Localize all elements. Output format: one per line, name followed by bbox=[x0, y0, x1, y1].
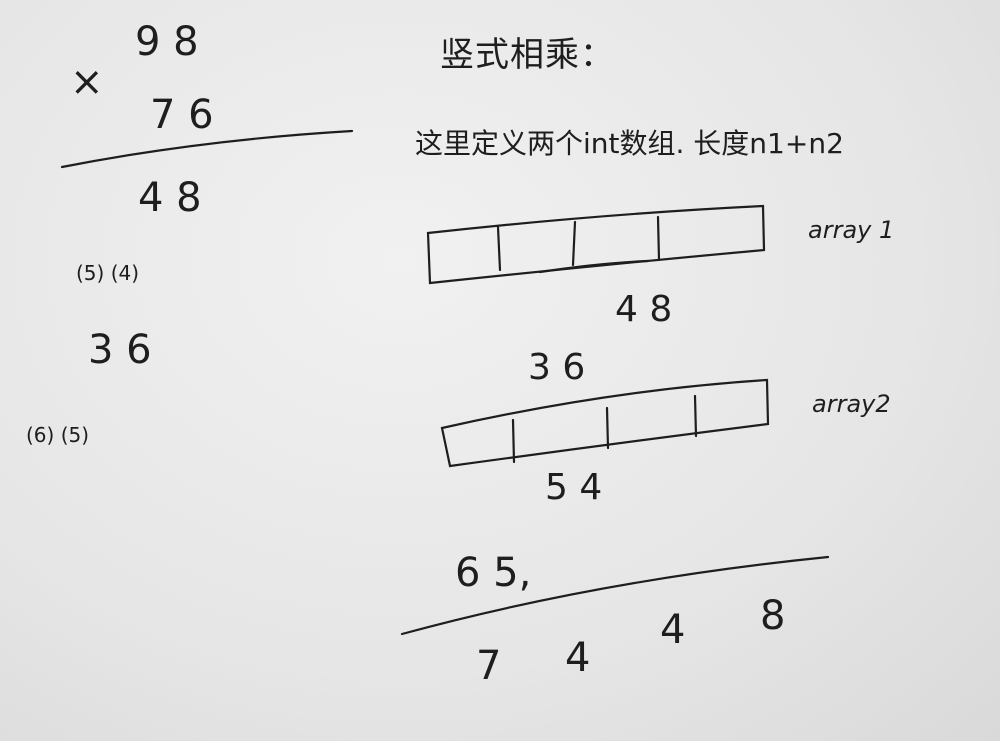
partial-row2-carry: (6) (5) bbox=[26, 423, 90, 447]
result-digit: 4 bbox=[565, 635, 591, 681]
result-digit: 7 bbox=[476, 643, 502, 689]
array1-divider bbox=[656, 215, 661, 262]
result-digit: 4 bbox=[660, 607, 686, 653]
array1-divider bbox=[571, 220, 577, 267]
partial-row1-carry: (5) (4) bbox=[76, 261, 140, 285]
multiplicand: 9 8 bbox=[135, 19, 199, 65]
notes-description: 这里定义两个int数组. 长度n1+n2 bbox=[415, 127, 844, 160]
array2-top-digits: 3 6 bbox=[528, 347, 586, 388]
result-digit: 8 bbox=[760, 593, 786, 639]
partial-row1: 4 8 bbox=[138, 175, 202, 221]
array1-box bbox=[426, 204, 766, 285]
multiplier: 7 6 bbox=[150, 92, 214, 138]
times-sign: × bbox=[70, 59, 104, 105]
array2-label: array2 bbox=[812, 390, 891, 418]
array2-divider bbox=[605, 406, 610, 450]
array2-box bbox=[440, 378, 770, 468]
array1-label: array 1 bbox=[808, 216, 895, 244]
array1-underline bbox=[538, 259, 650, 274]
sum-line bbox=[400, 555, 830, 636]
sum-carries: 6 5, bbox=[455, 550, 532, 596]
array2-divider bbox=[511, 418, 516, 464]
array2-bottom-digits: 5 4 bbox=[545, 467, 603, 508]
array2-divider bbox=[693, 394, 698, 438]
array1-divider bbox=[496, 225, 502, 272]
left-result-line bbox=[60, 129, 354, 169]
array1-digits: 4 8 bbox=[615, 289, 673, 330]
partial-row2: 3 6 bbox=[88, 327, 152, 373]
notes-title: 竖式相乘： bbox=[440, 35, 615, 75]
